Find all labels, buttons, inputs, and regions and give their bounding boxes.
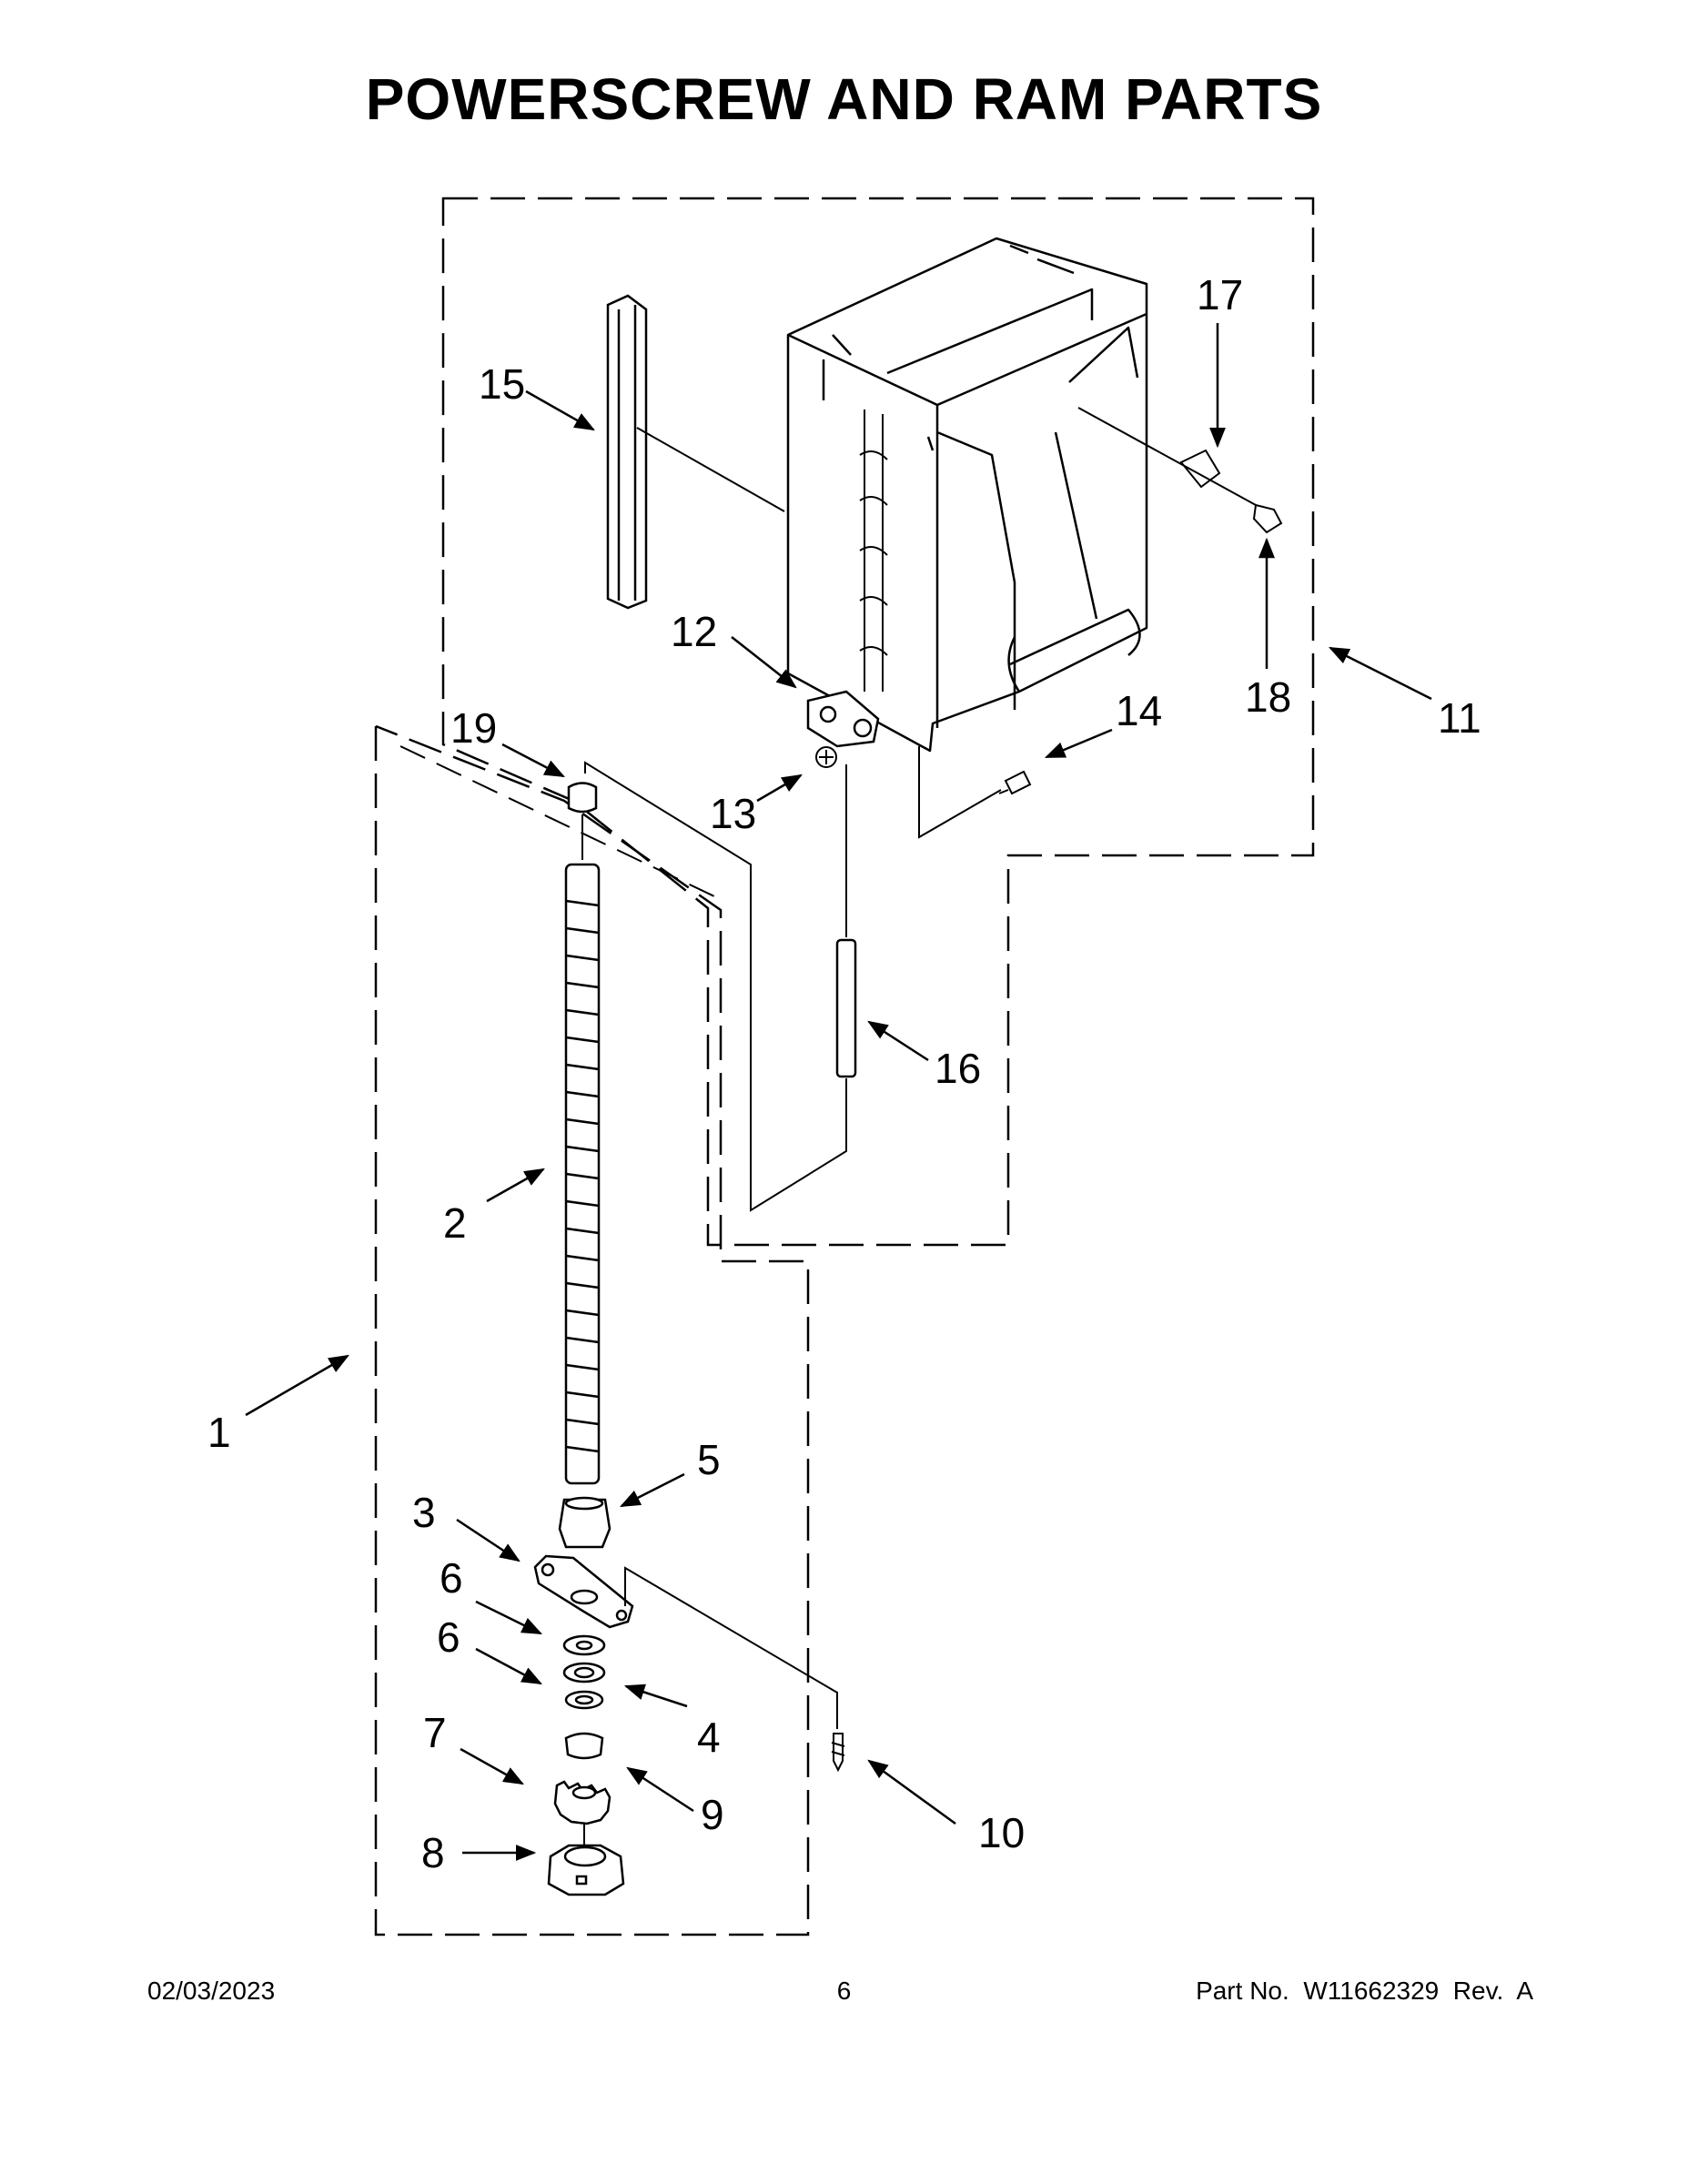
callout-3: 3 [412, 1489, 436, 1536]
callout-7: 7 [423, 1709, 447, 1756]
footer-page-number: 6 [836, 1977, 852, 2005]
sprocket-7 [553, 1780, 612, 1825]
callout-19: 19 [450, 704, 497, 752]
callout-12: 12 [671, 608, 717, 655]
screw-10 [831, 1733, 845, 1773]
callout-14: 14 [1116, 687, 1162, 734]
callout-5: 5 [697, 1436, 721, 1483]
callout-11: 11 [1438, 694, 1481, 742]
footer-part-number: Part No. W11662329 Rev. A [1196, 1977, 1533, 2005]
callout-16: 16 [935, 1045, 981, 1092]
plate-3 [533, 1554, 634, 1629]
assembly-11-boundary [441, 197, 1315, 1247]
callout-13: 13 [710, 790, 756, 837]
callout-2: 2 [443, 1199, 467, 1247]
callout-17: 17 [1197, 271, 1243, 318]
cap-19 [567, 782, 598, 814]
callout-9: 9 [701, 1791, 724, 1838]
washers [562, 1634, 606, 1760]
nut-5 [558, 1496, 612, 1549]
callout-1: 1 [207, 1409, 231, 1456]
side-rail-15 [606, 294, 648, 610]
housing-thread [859, 410, 888, 692]
callout-4: 4 [697, 1714, 721, 1761]
leader-arrows [245, 323, 1432, 1861]
link-12 [806, 690, 880, 748]
pin-14 [998, 770, 1032, 795]
clip-13 [815, 746, 837, 768]
callout-6b: 6 [437, 1613, 460, 1661]
callout-6a: 6 [440, 1554, 463, 1602]
callout-10: 10 [978, 1809, 1025, 1856]
callout-15: 15 [479, 360, 525, 408]
footer-date: 02/03/2023 [147, 1977, 276, 2005]
page-title: POWERSCREW AND RAM PARTS [365, 66, 1323, 132]
powerscrew-2 [564, 863, 601, 1485]
callout-8: 8 [421, 1829, 445, 1876]
hex-nut-8 [547, 1844, 625, 1896]
callout-18: 18 [1245, 673, 1291, 721]
assembly-1-boundary [374, 724, 810, 1936]
ram-housing [786, 237, 1148, 753]
screw-18 [1252, 503, 1283, 534]
bracket-17 [1179, 449, 1221, 489]
rod-16 [835, 938, 857, 1078]
